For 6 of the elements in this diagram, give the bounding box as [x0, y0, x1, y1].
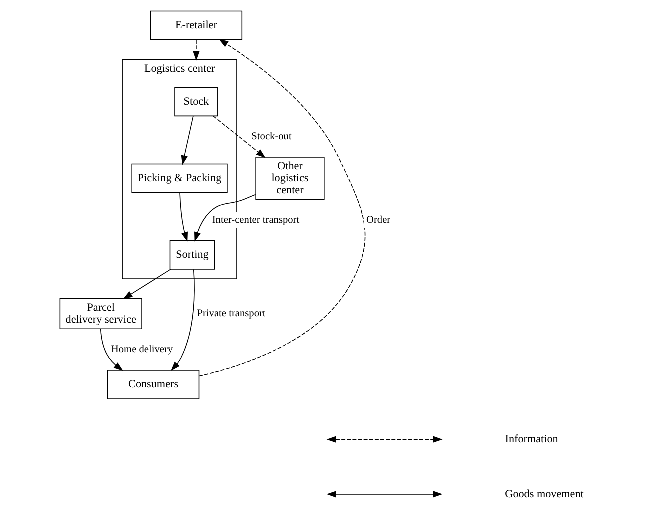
legend-label: Goods movement	[504, 488, 584, 500]
edge-label: Home delivery	[110, 344, 173, 356]
legend-label: Information	[504, 434, 558, 446]
edge-label: Stock-out	[251, 132, 292, 143]
edge-label: Private transport	[196, 308, 266, 320]
edge-label: Order	[366, 214, 390, 226]
